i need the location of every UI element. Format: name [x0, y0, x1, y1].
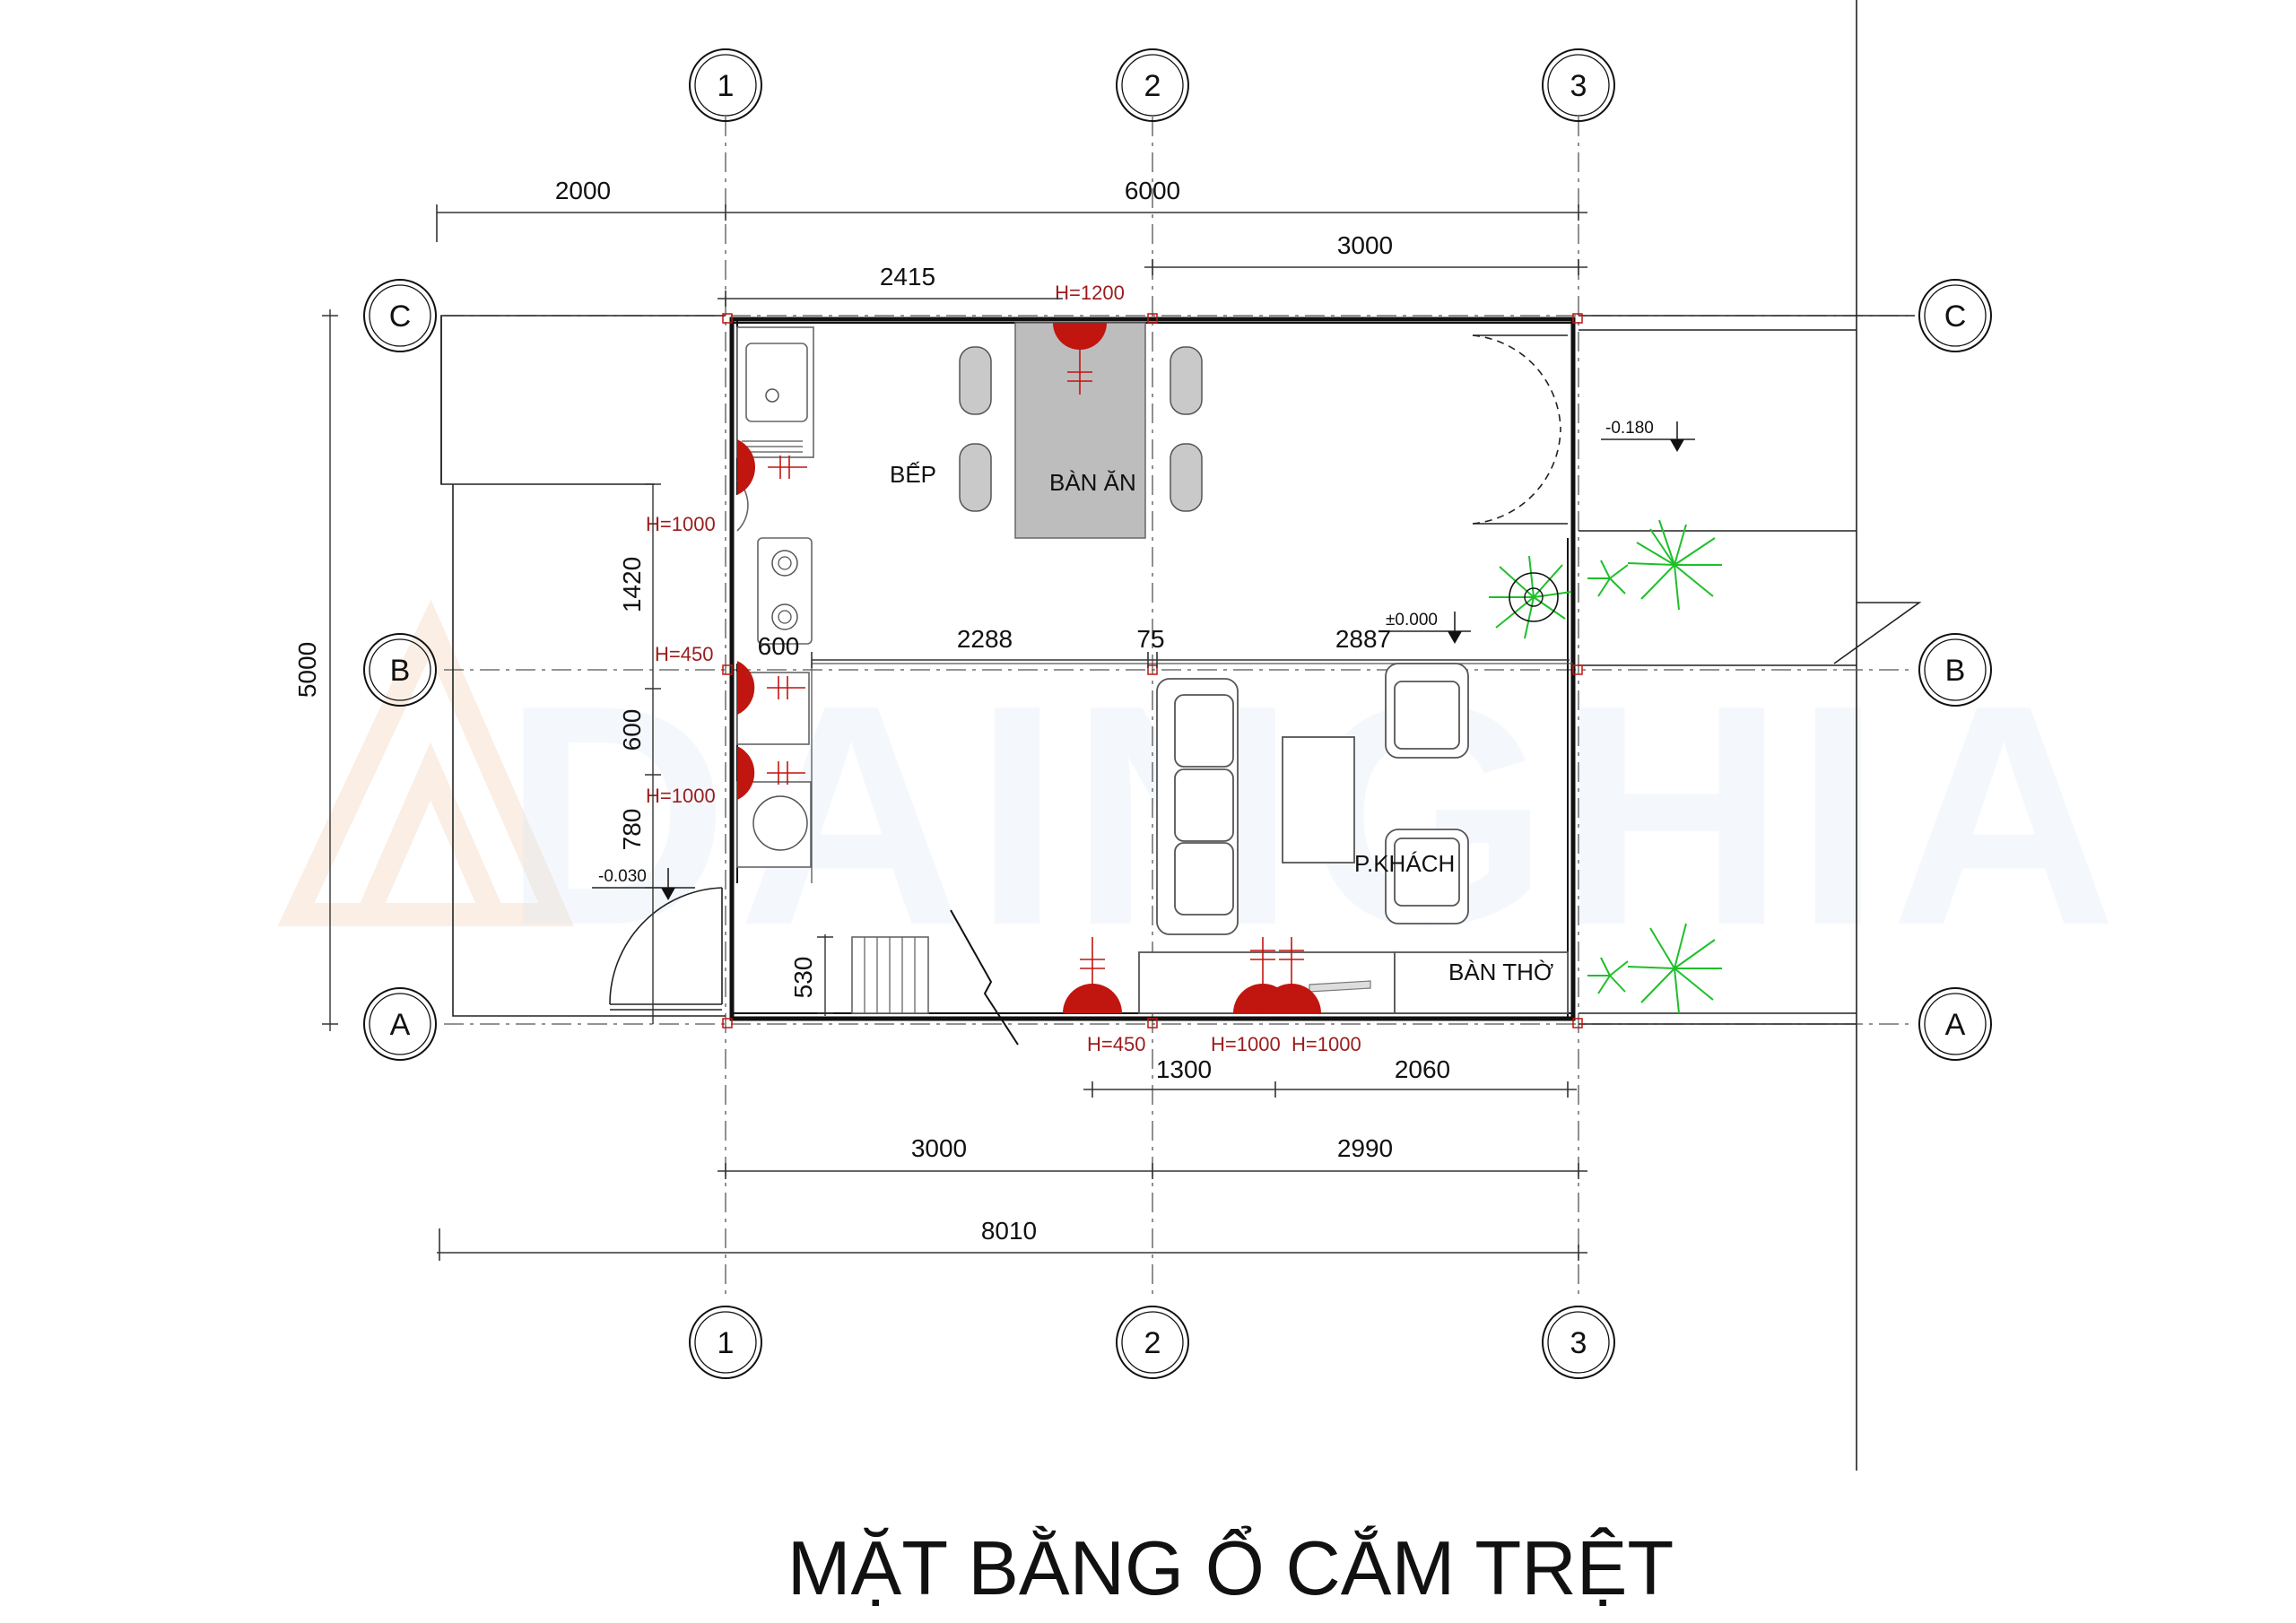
grid-bubble-top-2: 2 [1116, 48, 1189, 122]
grid-label: 1 [718, 1326, 735, 1360]
socket-height-label: H=1000 [646, 785, 716, 807]
plant-icon [1587, 519, 1722, 611]
level-marks: -0.180 ±0.000 -0.030 [592, 419, 1695, 900]
dimension-label: 1420 [618, 557, 646, 612]
socket-icon [1053, 323, 1107, 395]
grid-label: 3 [1570, 1326, 1587, 1360]
level-label: ±0.000 [1386, 611, 1438, 629]
grid-bubble-left-a: A [363, 987, 437, 1061]
grid-label: C [1944, 299, 1967, 334]
site-outline [440, 315, 1922, 1025]
dimension-label: 75 [1136, 625, 1164, 653]
living-furniture [1138, 663, 1569, 1014]
dimension-label: 3000 [1337, 231, 1393, 259]
grid-label: 1 [718, 69, 735, 103]
grid-label: A [1945, 1008, 1966, 1042]
drawing-title: MẶT BẰNG Ổ CẮM TRỆT [787, 1525, 1674, 1611]
plants [1489, 519, 1722, 1014]
dimension-label: 3000 [911, 1134, 967, 1162]
room-label-dining: BÀN ĂN [1049, 469, 1136, 496]
dimension-label: 2000 [555, 177, 611, 204]
living-double-door [1472, 334, 1568, 525]
dining-set [959, 322, 1203, 539]
dimension-label: 2288 [957, 625, 1013, 653]
grid-label: 3 [1570, 69, 1587, 103]
socket-height-label: H=1000 [646, 513, 716, 535]
watermark-logo-icon [277, 599, 574, 926]
grid-label: B [1945, 654, 1966, 688]
level-label: -0.180 [1605, 419, 1654, 438]
grid-label: 2 [1144, 69, 1161, 103]
dimension-label: 5000 [293, 642, 321, 698]
grid-label: 2 [1144, 1326, 1161, 1360]
socket-icon [737, 661, 805, 715]
grid-bubble-top-1: 1 [689, 48, 762, 122]
kitchen-counter [736, 326, 814, 883]
dimension-label: 530 [789, 957, 817, 999]
grid-bubble-top-3: 3 [1542, 48, 1615, 122]
grid-bubbles: 1 2 3 1 2 3 C B [363, 48, 1992, 1379]
dimension-label: 780 [618, 809, 646, 851]
socket-icon [737, 746, 805, 800]
dimension-label: 2415 [880, 263, 935, 291]
socket-height-label: H=1000 [1211, 1033, 1281, 1055]
room-labels: BẾP BÀN ĂN P.KHÁCH BÀN THỜ [890, 461, 1553, 985]
grid-bubble-bottom-2: 2 [1116, 1306, 1189, 1379]
socket-height-label: H=1200 [1055, 282, 1125, 304]
dimension-label: 2887 [1335, 625, 1391, 653]
grid-bubble-right-b: B [1918, 633, 1992, 707]
grid-label: A [390, 1008, 411, 1042]
grid-bubble-bottom-3: 3 [1542, 1306, 1615, 1379]
grid-bubble-bottom-1: 1 [689, 1306, 762, 1379]
dimension-label: 2060 [1395, 1055, 1450, 1083]
staircase [851, 909, 1019, 1046]
room-label-altar: BÀN THỜ [1448, 959, 1553, 985]
socket-icon [1262, 937, 1321, 1013]
room-label-living: P.KHÁCH [1354, 850, 1455, 877]
entry-door [609, 887, 723, 1011]
socket-height-label: H=450 [655, 643, 713, 665]
dimension-lines: 2000 6000 2415 3000 600 2288 75 2887 500… [293, 177, 1587, 1261]
grid-bubble-left-c: C [363, 279, 437, 352]
dimension-label: 2990 [1337, 1134, 1393, 1162]
socket-height-label: H=450 [1087, 1033, 1145, 1055]
sockets: H=1200 H=1000 H=450 H=1000 H=450 H=1000 … [646, 282, 1361, 1055]
grid-bubble-right-c: C [1918, 279, 1992, 352]
grid-bubble-right-a: A [1918, 987, 1992, 1061]
grid-label: B [390, 654, 411, 688]
dimension-label: 8010 [981, 1217, 1037, 1245]
plant-icon [1587, 923, 1722, 1014]
plant-icon [1489, 555, 1572, 639]
socket-icon [737, 439, 807, 495]
grid-bubble-left-b: B [363, 633, 437, 707]
level-label: -0.030 [598, 867, 647, 886]
room-label-kitchen: BẾP [890, 461, 936, 488]
dimension-label: 1300 [1156, 1055, 1212, 1083]
grid-label: C [389, 299, 412, 334]
dimension-label: 600 [758, 632, 800, 660]
dimension-label: 600 [618, 709, 646, 751]
dimension-label: 6000 [1125, 177, 1180, 204]
socket-height-label: H=1000 [1292, 1033, 1361, 1055]
socket-icon [1063, 937, 1122, 1013]
